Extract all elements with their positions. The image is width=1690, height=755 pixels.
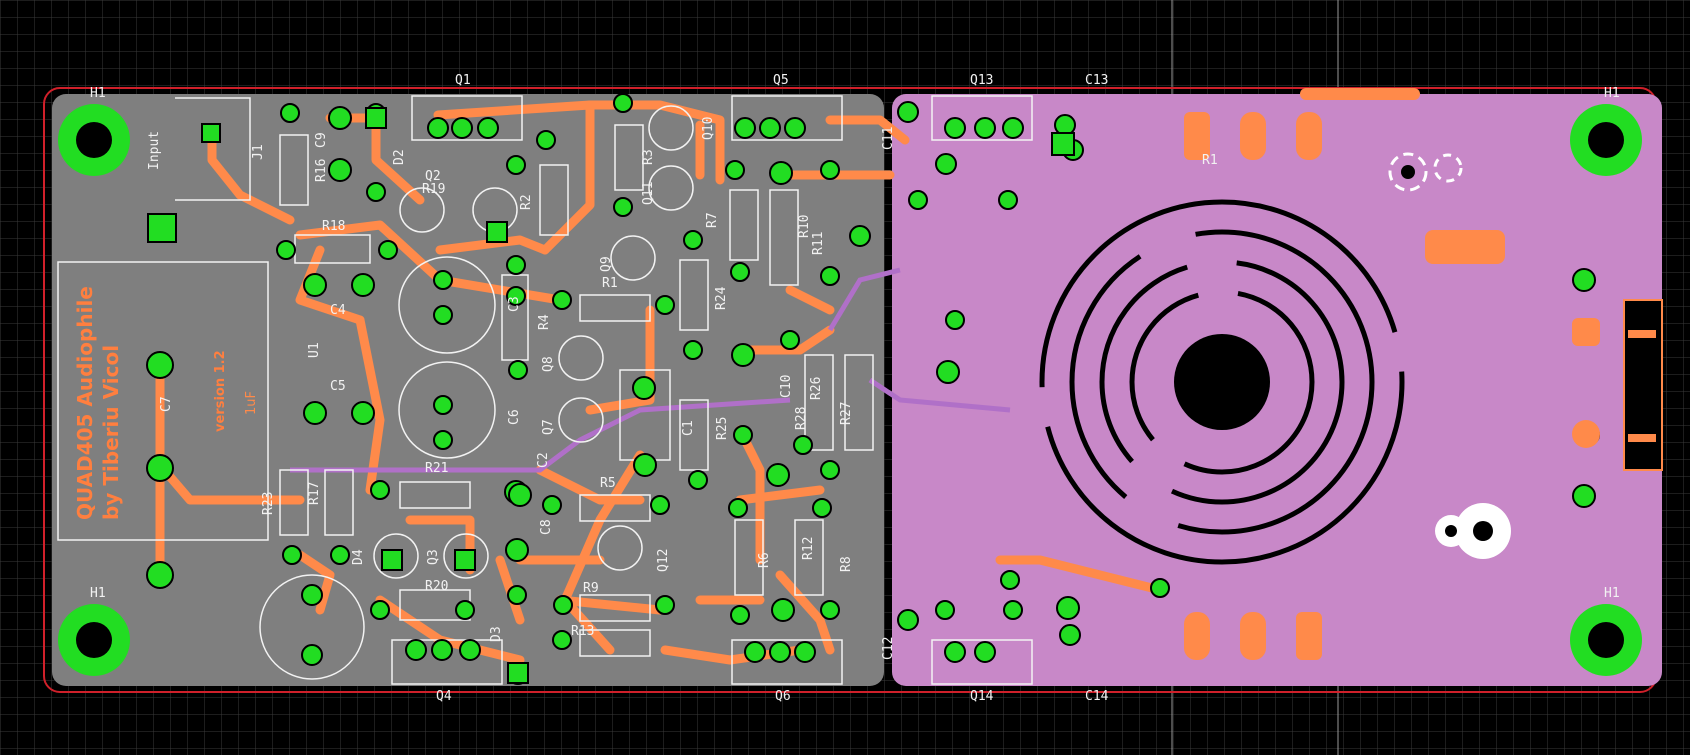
ref-q9: Q9 bbox=[599, 256, 614, 272]
ref-u1: U1 bbox=[307, 342, 322, 358]
ref-r6: R6 bbox=[757, 552, 772, 568]
ref-d4: D4 bbox=[351, 549, 366, 565]
ref-d2: D2 bbox=[392, 149, 407, 165]
ref-q12: Q12 bbox=[656, 549, 671, 572]
ref-r21: R21 bbox=[425, 461, 448, 476]
ref-h1-bl: H1 bbox=[90, 586, 106, 601]
ref-r23: R23 bbox=[261, 492, 276, 515]
mounting-hole-h1-tr bbox=[1570, 104, 1642, 176]
ref-r16: R16 bbox=[314, 159, 329, 182]
ref-q1: Q1 bbox=[455, 73, 471, 88]
ref-c3: C3 bbox=[507, 296, 522, 312]
ref-r5: R5 bbox=[600, 476, 616, 491]
title-line-1: QUAD405 Audiophile bbox=[73, 286, 97, 520]
version-label: version 1.2 bbox=[213, 350, 228, 432]
mounting-hole-center bbox=[1174, 334, 1270, 430]
ref-c9: C9 bbox=[314, 132, 329, 148]
ref-q4: Q4 bbox=[436, 689, 452, 704]
ref-q14: Q14 bbox=[970, 689, 994, 704]
input-label: Input bbox=[147, 131, 162, 170]
output-connector[interactable] bbox=[1623, 299, 1663, 471]
ref-r27: R27 bbox=[839, 402, 854, 425]
ref-r13: R13 bbox=[571, 624, 594, 639]
ref-r14: R1 bbox=[1202, 153, 1218, 168]
ref-q3: Q3 bbox=[426, 549, 441, 565]
ref-r4: R4 bbox=[537, 314, 552, 330]
smd-pads bbox=[1184, 112, 1600, 660]
ref-h1-tl: H1 bbox=[90, 86, 106, 101]
ref-r1: R1 bbox=[602, 276, 618, 291]
mounting-hole-h1-tl bbox=[58, 104, 130, 176]
ref-c1: C1 bbox=[681, 420, 696, 436]
ref-q10: Q10 bbox=[701, 117, 716, 140]
ref-r3: R3 bbox=[641, 149, 656, 165]
ref-r28: R28 bbox=[794, 407, 809, 430]
ref-r18: R18 bbox=[322, 219, 345, 234]
ref-c7: C7 bbox=[159, 396, 174, 412]
ref-r11: R11 bbox=[811, 232, 826, 255]
mounting-hole-h1-bl bbox=[58, 604, 130, 676]
purple-tracks bbox=[290, 267, 1011, 473]
ref-h1-br: H1 bbox=[1604, 586, 1620, 601]
ref-q5: Q5 bbox=[773, 73, 789, 88]
ref-r24: R24 bbox=[714, 286, 729, 310]
ref-r7: R7 bbox=[705, 212, 720, 228]
ref-r17: R17 bbox=[307, 482, 322, 505]
reference-designators: H1 H1 H1 H1 J1 R16 C9 D2 Q1 Q2 R19 R2 R1… bbox=[90, 73, 1620, 704]
title-line-2: by Tiberiu Vicol bbox=[99, 345, 123, 520]
ref-c8: C8 bbox=[539, 519, 554, 535]
ref-c2: C2 bbox=[536, 452, 551, 468]
silkscreen-outlines bbox=[57, 95, 1033, 685]
mounting-hole-h1-br bbox=[1570, 604, 1642, 676]
ref-q7: Q7 bbox=[541, 419, 556, 435]
ref-r25: R25 bbox=[715, 417, 730, 440]
ref-d3: D3 bbox=[489, 626, 504, 642]
ref-r19: R19 bbox=[422, 182, 445, 197]
ref-r10: R10 bbox=[797, 215, 812, 238]
pads[interactable] bbox=[146, 93, 1600, 685]
board-title: QUAD405 Audiophile by Tiberiu Vicol bbox=[73, 286, 123, 520]
ref-r9: R9 bbox=[583, 581, 599, 596]
ref-c11: C11 bbox=[881, 127, 896, 150]
ref-r26: R26 bbox=[809, 377, 824, 400]
ref-q2: Q2 bbox=[425, 169, 441, 184]
ref-c4: C4 bbox=[330, 303, 346, 318]
ref-q11: Q11 bbox=[641, 182, 656, 205]
orange-outline-top bbox=[1300, 88, 1420, 100]
ref-r12: R12 bbox=[801, 537, 816, 560]
ref-c6: C6 bbox=[507, 409, 522, 425]
ref-q6: Q6 bbox=[775, 689, 791, 704]
ref-r20: R20 bbox=[425, 579, 448, 594]
ref-c12: C12 bbox=[881, 637, 896, 660]
ref-j1: J1 bbox=[251, 144, 266, 160]
c7-value-label: 1uF bbox=[244, 391, 259, 415]
unplated-holes bbox=[1388, 152, 1511, 559]
ref-c10: C10 bbox=[779, 375, 794, 398]
ref-h1-tr: H1 bbox=[1604, 86, 1620, 101]
heatsink-spiral bbox=[1039, 199, 1405, 565]
ref-c14: C14 bbox=[1085, 689, 1109, 704]
ground-fill-left bbox=[52, 94, 884, 686]
ref-c13: C13 bbox=[1085, 73, 1108, 88]
ref-r2: R2 bbox=[519, 194, 534, 210]
ground-fill-right bbox=[892, 94, 1662, 686]
ref-c5: C5 bbox=[330, 379, 346, 394]
ref-q13: Q13 bbox=[970, 73, 993, 88]
ref-r8: R8 bbox=[839, 556, 854, 572]
ref-q8: Q8 bbox=[541, 356, 556, 372]
